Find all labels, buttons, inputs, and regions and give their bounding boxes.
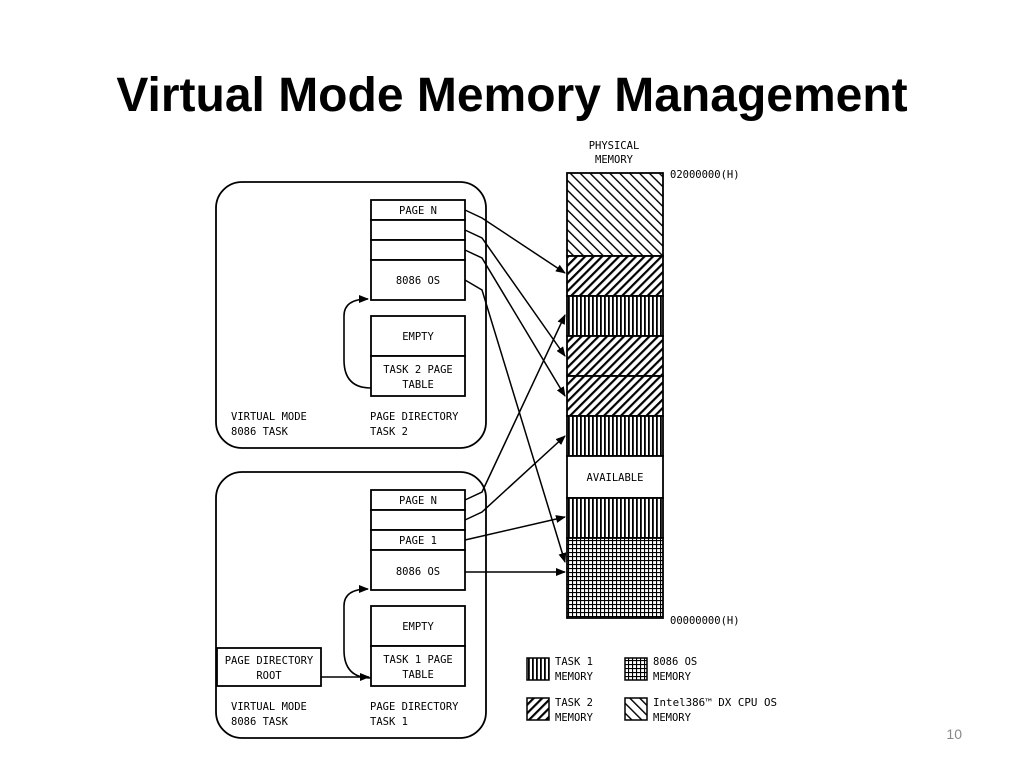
task2-dir-label-1: PAGE DIRECTORY — [370, 411, 459, 423]
task1-os-cell — [370, 549, 466, 591]
task2-page-n-label: PAGE N — [399, 205, 437, 217]
task2-page-table-label-1: TASK 2 PAGE — [383, 364, 453, 376]
task1-mode-label-2: 8086 TASK — [231, 716, 289, 728]
task2-os-cell — [370, 259, 466, 301]
task2-mode-label-1: VIRTUAL MODE — [231, 411, 307, 423]
task2-empty-label: EMPTY — [402, 331, 434, 343]
root-label-1: PAGE DIRECTORY — [225, 655, 314, 667]
task2-memory-block-1 — [566, 255, 664, 297]
task2-page-n-arrow — [464, 209, 566, 274]
task1-dir-label-1: PAGE DIRECTORY — [370, 701, 459, 713]
root-label-2: ROOT — [256, 670, 282, 682]
page-number: 10 — [946, 726, 962, 742]
task2-page-table-cell — [370, 355, 466, 397]
legend-task1-label-1: TASK 1 — [555, 656, 593, 668]
task2-os-arrow — [464, 279, 567, 563]
task2-entry-2-arrow — [464, 229, 566, 357]
legend-task2-swatch — [526, 697, 550, 721]
task2-group: PAGE N 8086 OS EMPTY TASK 2 PAGE TABLE V… — [215, 181, 487, 449]
task1-page-n-label: PAGE N — [399, 495, 437, 507]
task1-memory-block-3 — [566, 497, 664, 539]
legend-task1-swatch — [526, 657, 550, 681]
task2-dir-label-2: TASK 2 — [370, 426, 408, 438]
task1-directory-loop-arrow — [343, 585, 372, 679]
legend-task2-label-2: MEMORY — [555, 712, 594, 724]
task1-blank-cell — [370, 509, 466, 531]
task1-memory-block-1 — [566, 295, 664, 337]
task1-page-table-label-1: TASK 1 PAGE — [383, 654, 453, 666]
page-directory-root: PAGE DIRECTORY ROOT — [216, 647, 370, 687]
legend-cpu-label-1: Intel386™ DX CPU OS — [653, 697, 777, 709]
slide-title: Virtual Mode Memory Management — [116, 69, 908, 122]
task2-mode-label-2: 8086 TASK — [231, 426, 289, 438]
task2-os-label: 8086 OS — [396, 275, 440, 287]
legend-task2-label-1: TASK 2 — [555, 697, 593, 709]
available-memory-block — [566, 455, 664, 499]
task1-page-1-arrow — [464, 515, 566, 541]
task2-blank-cell-1 — [370, 219, 466, 241]
top-address-label: 02000000(H) — [670, 169, 740, 181]
task1-page-1-label: PAGE 1 — [399, 535, 437, 547]
legend-cpu-label-2: MEMORY — [653, 712, 692, 724]
task2-empty-cell — [370, 315, 466, 357]
task1-page-n-arrow — [464, 314, 566, 501]
task1-page-table-cell — [370, 645, 466, 687]
task1-empty-label: EMPTY — [402, 621, 434, 633]
physical-memory: PHYSICAL MEMORY 02000000(H) 00000000(H) … — [566, 140, 740, 627]
task1-dir-label-2: TASK 1 — [370, 716, 408, 728]
root-box — [216, 647, 322, 687]
task2-container — [215, 181, 487, 449]
os-8086-memory-block — [566, 537, 664, 619]
task2-blank-cell-2 — [370, 239, 466, 261]
legend-task1-label-2: MEMORY — [555, 671, 594, 683]
legend-cpu-swatch — [624, 697, 648, 721]
task2-memory-block-2 — [566, 335, 664, 377]
task1-mode-label-1: VIRTUAL MODE — [231, 701, 307, 713]
legend-os-swatch — [624, 657, 648, 681]
task1-empty-cell — [370, 605, 466, 647]
task1-os-label: 8086 OS — [396, 566, 440, 578]
task2-page-table-label-2: TABLE — [402, 379, 434, 391]
task1-memory-block-2 — [566, 415, 664, 457]
task1-page-table-label-2: TABLE — [402, 669, 434, 681]
task2-memory-block-3 — [566, 375, 664, 417]
legend: TASK 1 MEMORY 8086 OS MEMORY TASK 2 MEMO… — [526, 656, 777, 724]
available-label: AVAILABLE — [587, 472, 644, 484]
physical-memory-label-2: MEMORY — [595, 154, 634, 166]
task1-entry-2-arrow — [464, 435, 566, 521]
legend-os-label-1: 8086 OS — [653, 656, 697, 668]
legend-os-label-2: MEMORY — [653, 671, 692, 683]
cpu-os-memory-block — [566, 172, 664, 257]
physical-memory-label-1: PHYSICAL — [589, 140, 640, 152]
bottom-address-label: 00000000(H) — [670, 615, 740, 627]
task1-container — [215, 471, 487, 739]
task2-entry-3-arrow — [464, 249, 566, 397]
task2-directory-loop-arrow — [343, 295, 372, 389]
mapping-arrows — [464, 209, 567, 576]
task1-group: PAGE N PAGE 1 8086 OS EMPTY TASK 1 PAGE … — [215, 471, 487, 739]
